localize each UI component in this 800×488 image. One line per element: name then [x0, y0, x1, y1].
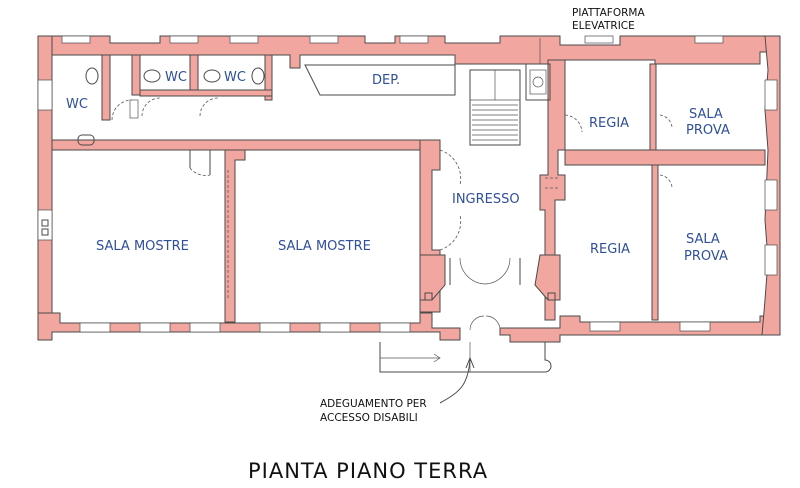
- deposito: [304, 64, 456, 96]
- wall-right-middle: [564, 149, 766, 166]
- wall-bottom-right: [499, 315, 779, 343]
- wall-vestibule-left: [419, 254, 446, 301]
- label-sala-prova-top-2: PROVA: [686, 123, 730, 138]
- note-lift-line-2: ELEVATRICE: [572, 20, 635, 32]
- wc-fixtures: [77, 67, 265, 146]
- lift-platform: [525, 38, 551, 101]
- wall-regia-sala-bottom: [651, 164, 659, 321]
- staircase: [469, 69, 521, 146]
- plan-title: PIANTA PIANO TERRA: [248, 459, 488, 483]
- markers: [41, 219, 556, 301]
- label-regia-top: REGIA: [589, 116, 629, 131]
- windows: [37, 35, 778, 333]
- label-dep: DEP.: [372, 73, 400, 88]
- wall-wc-4: [264, 54, 273, 101]
- label-ingresso: INGRESSO: [452, 192, 520, 207]
- wall-bottom: [37, 312, 461, 341]
- wall-wc-bottom: [51, 139, 441, 151]
- wall-wc-3: [189, 54, 199, 96]
- label-sala-mostre-center: SALA MOSTRE: [278, 239, 371, 254]
- label-wc-large: WC: [66, 97, 88, 112]
- label-sala-prova-bottom-1: SALA: [686, 232, 720, 247]
- access-ramp: [379, 342, 552, 373]
- label-sala-mostre-left: SALA MOSTRE: [96, 239, 189, 254]
- wall-left: [37, 35, 53, 326]
- label-sala-prova-top-1: SALA: [689, 107, 723, 122]
- note-access-line-2: ACCESSO DISABILI: [320, 412, 418, 424]
- access-arrow: [465, 356, 475, 369]
- label-wc-center: WC: [165, 70, 187, 85]
- wall-wc-5: [139, 89, 273, 97]
- access-leader: [439, 359, 471, 404]
- label-sala-prova-bottom-2: PROVA: [684, 249, 728, 264]
- label-wc-right: WC: [224, 70, 246, 85]
- note-access-line-1: ADEGUAMENTO PER: [320, 398, 427, 410]
- wall-wc-1: [101, 54, 111, 121]
- doors: [111, 97, 673, 331]
- wall-wc-2: [131, 54, 141, 96]
- wall-regia-sala-top: [649, 63, 657, 151]
- note-lift-line-1: PIATTAFORMA: [572, 7, 645, 19]
- wall-sala-divider: [224, 149, 246, 323]
- label-regia-bottom: REGIA: [590, 242, 630, 257]
